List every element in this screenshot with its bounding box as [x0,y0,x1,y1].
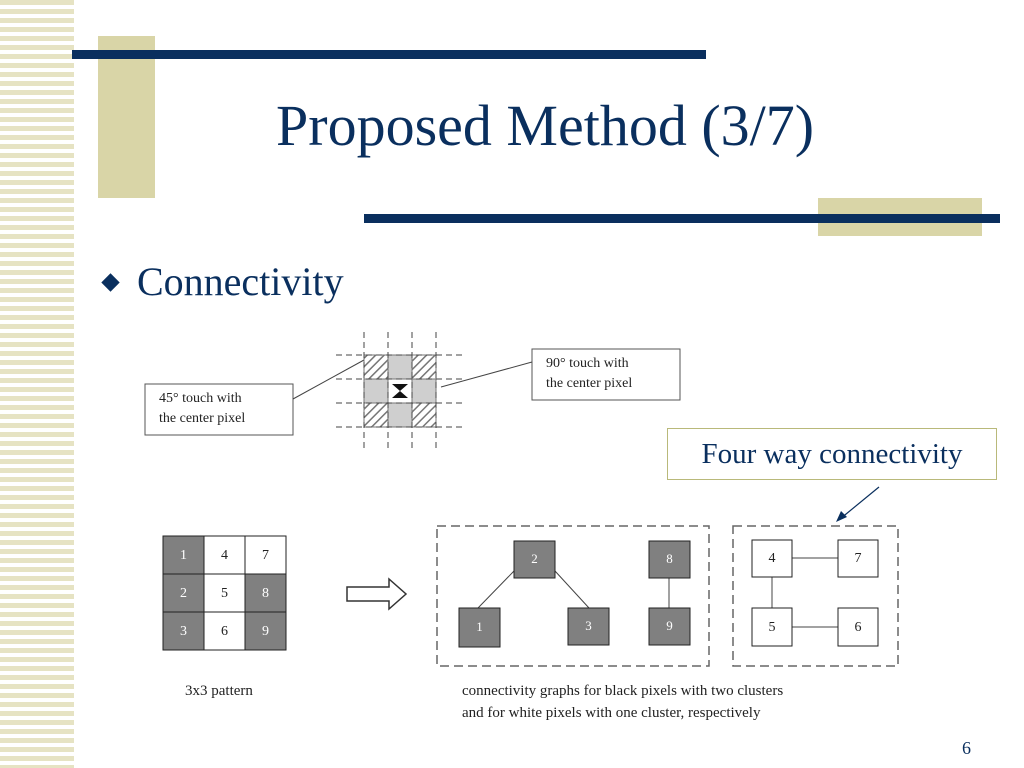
neighbor-bottom [387,402,413,428]
node-8 [648,540,691,579]
cell-8-label: 8 [262,586,269,601]
slide-title: Proposed Method (3/7) [276,93,815,158]
left-stripe-decoration [0,0,74,768]
label-90-leader [440,361,533,388]
cell-6 [203,611,246,651]
neighbor-top-left [363,354,389,380]
node-3-label: 3 [585,618,592,633]
node-6 [837,607,879,647]
node-9 [648,607,691,646]
cell-7 [244,535,287,575]
pattern-caption: 3x3 pattern [185,683,253,699]
label-45-box [144,383,294,436]
node-4-label: 4 [769,551,776,566]
center-pixel [387,378,413,404]
cell-1-label: 1 [180,548,187,563]
title-tan-block-left [98,36,155,198]
callout-arrow-line [839,486,880,520]
label-45-line-2: the center pixel [159,411,245,426]
node-1-label: 1 [476,619,483,634]
node-1 [458,607,501,648]
graph-caption-line-2: and for white pixels with one cluster, r… [462,705,761,721]
edge-2-3 [554,570,590,609]
cell-6-label: 6 [221,624,228,639]
neighbor-bottom-right [411,402,437,428]
cell-2-label: 2 [180,586,187,601]
label-45-leader [292,359,365,400]
hollow-arrow-icon [346,577,408,611]
node-2-label: 2 [531,551,538,566]
cell-4 [203,535,246,575]
neighbor-bottom-left [363,402,389,428]
edge-2-1 [477,570,515,609]
neighbor-top-right [411,354,437,380]
node-8-label: 8 [666,551,673,566]
title-top-rule [72,50,706,59]
page-number: 6 [962,738,971,758]
white-graph-panel [732,525,899,667]
black-graph-panel [436,525,710,667]
node-4 [751,539,793,578]
node-9-label: 9 [666,618,673,633]
bullet-item: Connectivity [101,258,344,305]
graph-caption-line-1: connectivity graphs for black pixels wit… [462,683,783,699]
cell-7-label: 7 [262,548,269,563]
neighbor-left [363,378,389,404]
node-2 [513,540,556,579]
node-7-label: 7 [855,551,862,566]
neighbor-right [411,378,437,404]
cell-9-label: 9 [262,624,269,639]
cell-5-label: 5 [221,586,228,601]
node-5 [751,607,793,647]
neighborhood-grid [336,332,466,450]
label-90-line-2: the center pixel [546,376,632,391]
node-6-label: 6 [855,620,862,635]
label-45-degree: 45° touch with the center pixel [144,383,294,436]
bullet-text: Connectivity [137,259,344,304]
node-5-label: 5 [769,620,776,635]
cell-8 [244,573,287,613]
neighbor-top [387,354,413,380]
cell-3 [162,611,205,651]
label-90-box [531,348,681,401]
label-90-line-1: 90° touch with [546,356,629,371]
node-3 [567,607,610,646]
node-7 [837,539,879,578]
cell-5 [203,573,246,613]
label-90-degree: 90° touch with the center pixel [531,348,681,401]
cell-4-label: 4 [221,548,228,563]
cell-1 [162,535,205,575]
title-bottom-rule [364,214,1000,223]
cell-9 [244,611,287,651]
callout-text: Four way connectivity [701,437,963,470]
pattern-grid: 1 4 7 2 5 8 3 6 9 [162,535,287,651]
label-45-line-1: 45° touch with [159,391,242,406]
center-pixel-icon [392,384,408,398]
callout-arrow-head-icon [836,511,847,522]
cell-3-label: 3 [180,624,187,639]
callout-box: Four way connectivity [667,428,997,480]
